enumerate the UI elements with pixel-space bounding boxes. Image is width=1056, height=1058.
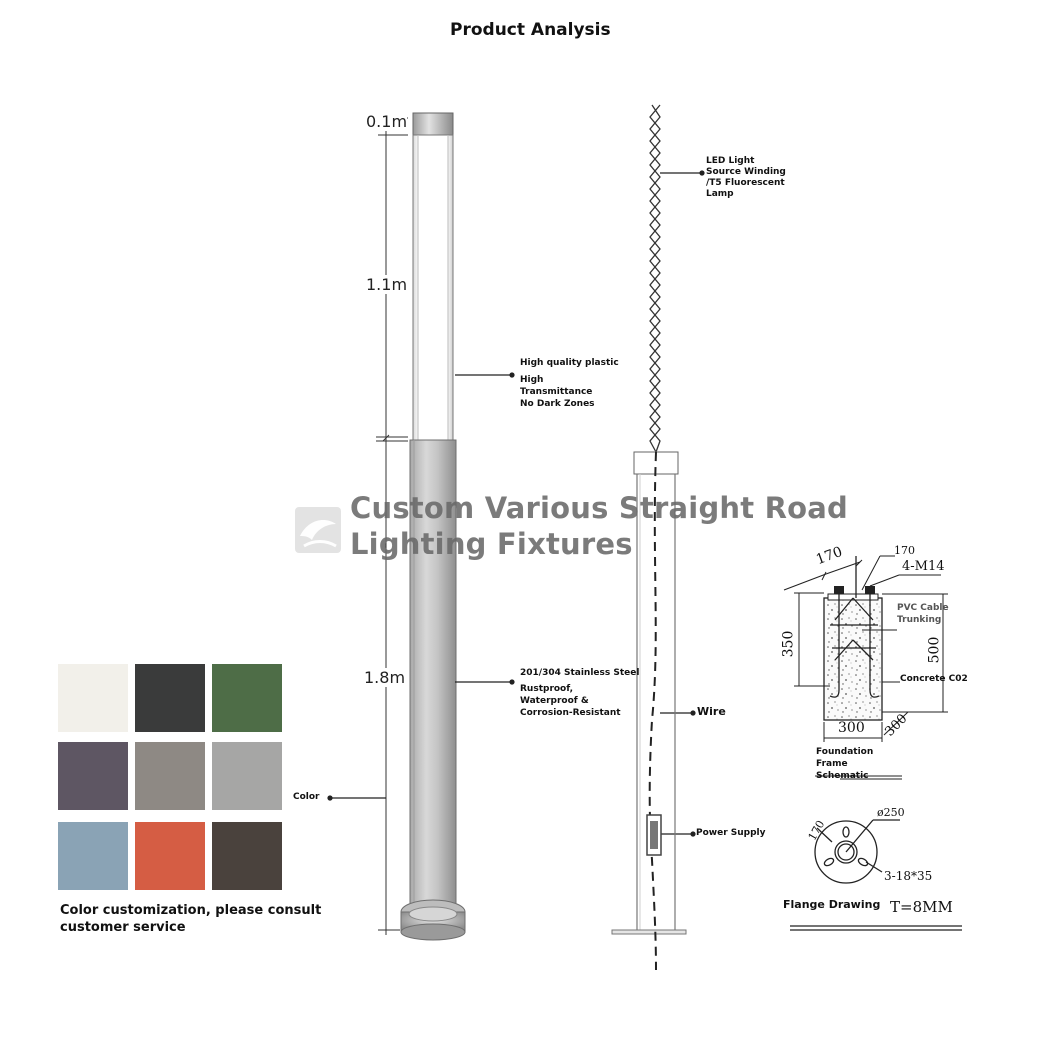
foundation-dim-170b: 170 bbox=[894, 544, 915, 557]
foundation-schematic bbox=[783, 555, 948, 780]
schematic-line: Schematic bbox=[816, 771, 869, 781]
flange-drawing bbox=[790, 819, 962, 931]
led-line: Lamp bbox=[706, 189, 734, 199]
led-line: Source Winding bbox=[706, 167, 786, 177]
schematic-line: Foundation bbox=[816, 747, 874, 757]
callout-leaders bbox=[327, 170, 705, 837]
steel-line: Rustproof, bbox=[520, 684, 574, 694]
schematic-line: Frame bbox=[816, 759, 848, 769]
color-label: Color bbox=[293, 792, 320, 802]
page-title: Product Analysis bbox=[450, 20, 611, 40]
plastic-line: Transmittance bbox=[520, 387, 593, 397]
swatch-black[interactable] bbox=[135, 664, 205, 732]
watermark-line-2: Lighting Fixtures bbox=[350, 527, 633, 561]
led-callout: LED Light Source Winding /T5 Fluorescent… bbox=[706, 156, 786, 200]
flange-diameter: ø250 bbox=[877, 806, 905, 819]
steel-line: Corrosion-Resistant bbox=[520, 708, 621, 718]
watermark-line-1: Custom Various Straight Road bbox=[350, 491, 848, 525]
foundation-dim-500: 500 bbox=[926, 636, 943, 664]
dim-lower-label: 1.8m bbox=[364, 668, 406, 687]
plastic-callout-title: High quality plastic bbox=[520, 358, 619, 368]
watermark-text: Custom Various Straight Road Lighting Fi… bbox=[350, 490, 848, 562]
color-caption-line: customer service bbox=[60, 920, 186, 935]
led-line: /T5 Fluorescent bbox=[706, 178, 785, 188]
swatch-green[interactable] bbox=[212, 664, 282, 732]
flange-drawing-label: Flange Drawing bbox=[783, 898, 881, 911]
power-supply-label: Power Supply bbox=[696, 828, 766, 838]
swatch-light-gray[interactable] bbox=[212, 742, 282, 810]
right-pole bbox=[611, 104, 687, 971]
pvc-line: PVC Cable bbox=[897, 603, 949, 613]
pvc-line: Trunking bbox=[897, 615, 942, 625]
flange-holes: 3-18*35 bbox=[884, 869, 933, 883]
led-line: LED Light bbox=[706, 156, 755, 166]
concrete-label: Concrete C02 bbox=[900, 674, 968, 684]
color-caption: Color customization, please consult cust… bbox=[60, 902, 321, 936]
foundation-bolt-spec: 4-M14 bbox=[902, 559, 945, 574]
plastic-line: No Dark Zones bbox=[520, 399, 595, 409]
steel-line: Waterproof & bbox=[520, 696, 589, 706]
pvc-trunking-label: PVC Cable Trunking bbox=[897, 602, 949, 626]
color-caption-line: Color customization, please consult bbox=[60, 903, 322, 918]
swatch-bronze[interactable] bbox=[212, 822, 282, 890]
swatch-white[interactable] bbox=[58, 664, 128, 732]
foundation-schematic-label: Foundation Frame Schematic bbox=[816, 746, 873, 782]
plastic-line: High bbox=[520, 375, 544, 385]
watermark-logo-icon bbox=[295, 507, 341, 553]
foundation-dim-350: 350 bbox=[780, 630, 797, 658]
swatch-orange-red[interactable] bbox=[135, 822, 205, 890]
flange-thickness: T=8MM bbox=[890, 898, 953, 916]
swatch-blue-gray[interactable] bbox=[58, 822, 128, 890]
swatch-purple-gray[interactable] bbox=[58, 742, 128, 810]
foundation-dim-300a: 300 bbox=[838, 720, 865, 736]
dim-upper-label: 1.1m bbox=[366, 275, 408, 294]
wire-label: Wire bbox=[697, 705, 726, 718]
plastic-callout-body: High Transmittance No Dark Zones bbox=[520, 374, 595, 410]
steel-callout-title: 201/304 Stainless Steel bbox=[520, 668, 640, 678]
swatch-warm-gray[interactable] bbox=[135, 742, 205, 810]
left-pole bbox=[400, 112, 466, 941]
dim-cap-label: 0.1m bbox=[366, 112, 408, 131]
steel-callout-body: Rustproof, Waterproof & Corrosion-Resist… bbox=[520, 683, 621, 719]
